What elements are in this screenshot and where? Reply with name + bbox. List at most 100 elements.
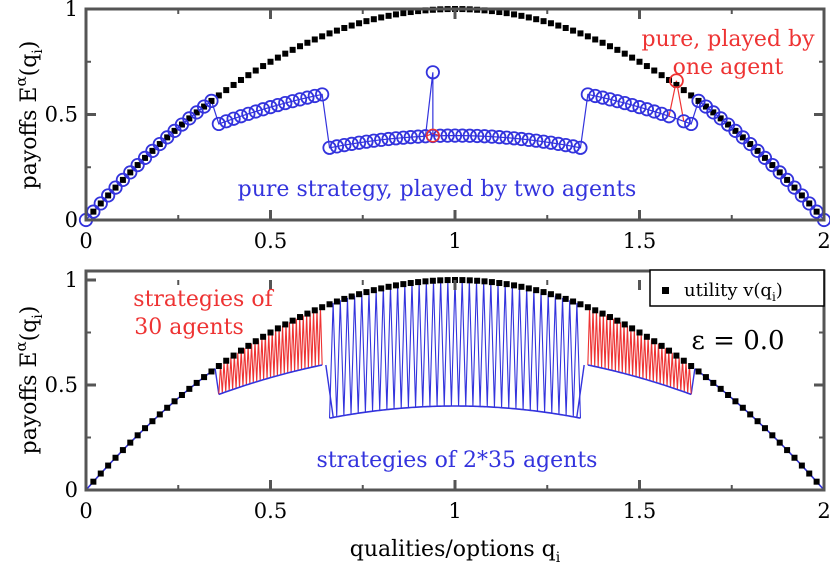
bottom-drop-right: [690, 368, 696, 395]
top-pure-strategy-marker: [779, 172, 795, 188]
top-pure-strategy-marker: [337, 137, 352, 153]
top-utility-marker: [348, 22, 355, 29]
bottom-utility-marker: [533, 287, 540, 294]
bottom-utility-marker: [407, 280, 414, 287]
top-pure-strategy-marker: [226, 111, 241, 126]
bottom-utility-marker: [437, 277, 444, 284]
top-utility-marker: [392, 11, 399, 18]
top-utility-marker: [725, 121, 732, 128]
top-utility-marker: [577, 30, 584, 37]
bottom-utility-marker: [525, 285, 532, 292]
bottom-ylabel-main: payoffs E: [17, 352, 42, 455]
bottom-ytick-label: 0.5: [45, 373, 78, 397]
bottom-utility-marker: [237, 347, 244, 354]
bottom-utility-marker: [496, 280, 503, 287]
top-utility-marker: [570, 27, 577, 34]
bottom-utility-marker: [754, 418, 761, 425]
top-utility-marker: [813, 208, 820, 215]
top-pure-strategy-marker: [536, 134, 551, 149]
top-utility-marker: [533, 16, 540, 23]
top-xtick-label: 1.5: [623, 229, 656, 253]
bottom-utility-marker: [651, 338, 658, 345]
bottom-utility-marker: [540, 289, 547, 296]
bottom-utility-marker: [791, 454, 798, 461]
top-utility-marker: [297, 43, 304, 50]
top-pure-strategy-marker: [93, 196, 108, 211]
bottom-utility-marker: [341, 295, 348, 302]
bottom-ylabel-close: ): [17, 306, 42, 315]
bottom-utility-marker: [112, 454, 119, 461]
bottom-utility-marker: [223, 357, 230, 364]
bottom-step-left: [325, 364, 334, 418]
bottom-annotation-blue: strategies of 2*35 agents: [317, 448, 598, 473]
bottom-ylabel-paren: (q: [17, 319, 42, 342]
bottom-utility-marker: [415, 279, 422, 286]
top-utility-marker: [215, 92, 222, 99]
top-pure-strategy-marker: [219, 114, 234, 129]
top-utility-marker: [363, 18, 370, 25]
top-pure-strategy-marker: [204, 93, 219, 109]
top-pure-strategy-marker: [248, 104, 263, 119]
top-pure-strategy-marker: [292, 92, 308, 107]
top-pure-strategy-marker: [521, 132, 536, 147]
top-pure-strategy-marker: [684, 116, 699, 132]
bottom-utility-marker: [193, 379, 200, 386]
top-red-center-marker: [425, 128, 440, 143]
top-utility-marker: [680, 87, 687, 94]
bottom-utility-marker: [289, 317, 296, 324]
top-utility-marker: [488, 8, 495, 15]
bottom-utility-marker: [90, 478, 97, 485]
bottom-utility-marker: [680, 357, 687, 364]
top-utility-marker: [658, 72, 665, 79]
top-pure-strategy-marker: [610, 94, 625, 109]
top-utility-marker: [208, 97, 215, 104]
top-utility-marker: [525, 14, 532, 21]
legend-marker-utility: [662, 287, 669, 294]
top-pure-strategy-marker: [588, 88, 603, 104]
top-red-single-marker: [669, 73, 684, 89]
bottom-utility-marker: [518, 283, 525, 290]
top-utility-marker: [223, 87, 230, 94]
bottom-utility-marker: [614, 317, 621, 324]
top-utility-marker: [400, 10, 407, 17]
top-pure-strategy-marker: [499, 130, 514, 145]
bottom-utility-marker: [370, 287, 377, 294]
bottom-utility-marker: [474, 277, 481, 284]
top-pure-strategy-marker: [506, 131, 522, 146]
bottom-utility-marker: [643, 333, 650, 340]
top-pure-strategy-marker: [750, 143, 765, 158]
bottom-utility-marker: [400, 281, 407, 288]
top-utility-marker: [319, 33, 326, 40]
bottom-utility-marker: [511, 282, 518, 289]
bottom-utility-marker: [178, 391, 185, 398]
top-pure-strategy-marker: [558, 137, 573, 153]
top-utility-marker: [614, 46, 621, 53]
top-utility-marker: [761, 154, 768, 161]
bottom-utility-marker: [658, 342, 665, 349]
bottom-xlabel-main: qualities/options q: [350, 537, 556, 562]
top-pure-strategy-marker: [455, 128, 470, 143]
bottom-utility-marker: [761, 425, 768, 432]
bottom-utility-marker: [297, 314, 304, 321]
top-utility-marker: [370, 16, 377, 23]
bottom-utility-marker: [333, 298, 340, 305]
top-utility-marker: [274, 54, 281, 61]
bottom-blue-region-envelope: [329, 405, 581, 419]
top-utility-marker: [282, 50, 289, 57]
top-ylabel: payoffs Eα(qi): [12, 41, 46, 190]
bottom-annotation-epsilon: ε = 0.0: [691, 326, 784, 356]
bottom-utility-marker: [208, 368, 215, 375]
top-xtick-label: 0: [79, 229, 92, 253]
top-xtick-label: 2: [817, 229, 830, 253]
bottom-utility-marker: [806, 470, 813, 477]
top-utility-marker: [518, 12, 525, 19]
top-pure-strategy-marker: [388, 131, 404, 146]
bottom-utility-marker: [702, 374, 709, 381]
top-utility-marker: [584, 33, 591, 40]
bottom-utility-marker: [201, 374, 208, 381]
top-utility-marker: [385, 12, 392, 19]
bottom-utility-marker: [798, 462, 805, 469]
bottom-annotation-red-line1: strategies of: [133, 287, 274, 312]
